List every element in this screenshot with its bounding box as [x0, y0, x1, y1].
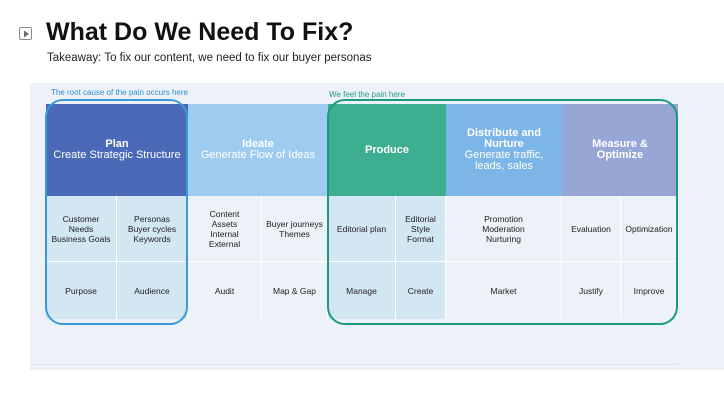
- detail-text: Editorial plan: [336, 223, 387, 234]
- detail-text: Format: [407, 233, 434, 244]
- header-title: Ideate: [242, 138, 274, 150]
- action-cell: Manage: [328, 262, 396, 319]
- action-text: Map & Gap: [273, 285, 316, 296]
- header-title: Produce: [364, 143, 409, 156]
- detail-cell: Editorial plan: [328, 196, 396, 262]
- header-title: Distribute and Nurture: [467, 127, 541, 150]
- action-text: Market: [490, 285, 517, 296]
- detail-text: Assets: [211, 218, 238, 229]
- detail-text: Content: [209, 208, 240, 219]
- action-text: Purpose: [65, 285, 97, 296]
- action-cell: Market: [446, 262, 562, 319]
- detail-text: Moderation: [482, 223, 525, 234]
- detail-cell: Evaluation: [562, 196, 621, 262]
- detail-text: Nurturing: [486, 233, 521, 244]
- header-produce: Produce: [328, 104, 446, 196]
- detail-text: Keywords: [133, 233, 171, 244]
- action-text: Justify: [578, 285, 604, 296]
- detail-text: Business Goals: [51, 233, 111, 244]
- detail-cell: Optimization: [621, 196, 678, 262]
- detail-text: External: [208, 238, 241, 249]
- detail-text: Internal: [210, 228, 239, 239]
- play-icon[interactable]: [19, 27, 32, 40]
- header-subtitle: Generate traffic, leads, sales: [464, 149, 544, 172]
- detail-text: Themes: [279, 228, 310, 239]
- takeaway-text: Takeaway: To fix our content, we need to…: [47, 52, 372, 64]
- action-cell: Audience: [117, 262, 188, 319]
- action-text: Create: [407, 285, 434, 296]
- detail-text: Style: [411, 223, 430, 234]
- header-subtitle: Generate Flow of Ideas: [200, 149, 316, 161]
- pain-callout: We feel the pain here: [329, 90, 405, 99]
- detail-text: Buyer journeys: [266, 218, 323, 229]
- root-cause-callout: The root cause of the pain occurs here: [51, 88, 188, 97]
- action-text: Improve: [633, 285, 665, 296]
- detail-text: Personas: [134, 213, 170, 224]
- action-cell: Create: [396, 262, 446, 319]
- action-text: Audience: [134, 285, 170, 296]
- action-cell: Improve: [621, 262, 678, 319]
- action-cell: Purpose: [46, 262, 117, 319]
- action-text: Manage: [346, 285, 377, 296]
- detail-text: Editorial: [405, 213, 436, 224]
- detail-text: Optimization: [625, 223, 673, 234]
- detail-text: Customer: [62, 213, 100, 224]
- detail-text: Buyer cycles: [127, 223, 177, 234]
- panel-divider: [30, 364, 678, 365]
- detail-text: Evaluation: [571, 223, 611, 234]
- action-cell: Map & Gap: [262, 262, 328, 319]
- header-measure: Measure & Optimize: [562, 104, 678, 196]
- header-title: Plan: [105, 138, 129, 150]
- action-cell: Audit: [188, 262, 262, 319]
- action-text: Audit: [214, 285, 235, 296]
- header-subtitle: Create Strategic Structure: [53, 149, 181, 161]
- detail-text: Needs: [68, 223, 94, 234]
- slide-title: What Do We Need To Fix?: [46, 18, 354, 46]
- detail-text: Promotion: [484, 213, 523, 224]
- action-cell: Justify: [562, 262, 621, 319]
- header-title: Measure & Optimize: [592, 138, 648, 161]
